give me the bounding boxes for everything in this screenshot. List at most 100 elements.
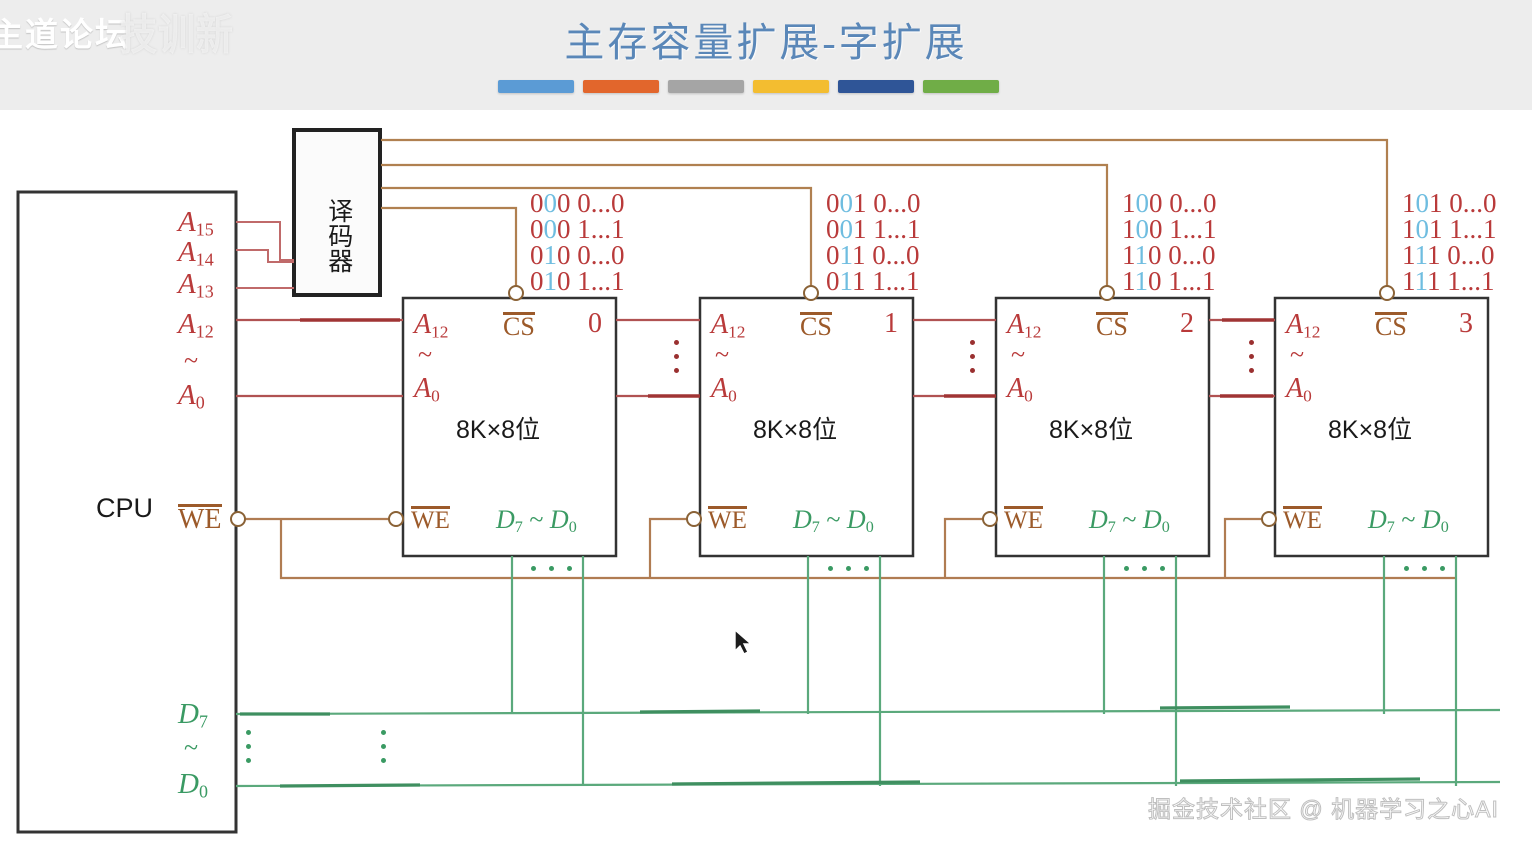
addr-line: 100 1...1 [1122, 214, 1217, 244]
chip-1-addr-lo: A0 [711, 373, 737, 406]
chip-3-cs: CS [1375, 312, 1407, 341]
addr-line: 011 1...1 [826, 266, 920, 296]
data-bus-accents [240, 705, 1421, 788]
we-control-bus [244, 517, 1456, 580]
decoder-output-lines [381, 138, 1389, 292]
data-ellipsis-chip-0 [531, 566, 572, 571]
cpu-d0-base: D [178, 768, 199, 800]
address-range-chip-2: 100 0...0 100 1...1 110 0...0 110 1...1 [1122, 188, 1217, 296]
data-ellipsis-chip-2 [1124, 566, 1165, 571]
chip-1-addr-hi: A12 [711, 309, 746, 342]
chip-2-we: WE [1004, 506, 1043, 534]
cpu-pin-we: WE [178, 504, 222, 534]
chip-2-data-range: D7 ~ D0 [1089, 505, 1170, 537]
cpu-label: CPU [96, 493, 154, 523]
data-bus-ellipsis-left [246, 730, 251, 763]
addr-line: 101 0...0 [1402, 188, 1497, 218]
chip-2-index: 2 [1180, 308, 1194, 339]
chip-1-data-range: D7 ~ D0 [793, 505, 874, 537]
chip-3-we: WE [1283, 506, 1322, 534]
watermark-top-left: 主道论坛 [0, 16, 130, 53]
cpu-pin-d7: D7 [178, 698, 208, 732]
addr-line: 110 1...1 [1122, 266, 1216, 296]
chip-3-addr-tilde: ~ [1290, 340, 1305, 369]
cpu-pin-a12-base: A [178, 308, 196, 340]
chip-0-addr-tilde: ~ [418, 340, 433, 369]
address-bus-accents [300, 318, 1274, 398]
cpu-pin-a15: A15 [178, 208, 214, 240]
chip-0-cs: CS [503, 312, 535, 341]
chip-3-capacity: 8K×8位 [1328, 416, 1413, 444]
chip-3-addr-lo: A0 [1286, 373, 1312, 406]
chip-1-addr-tilde: ~ [715, 340, 730, 369]
addr-line: 100 0...0 [1122, 188, 1217, 218]
chip-0-addr-lo: A0 [414, 373, 440, 406]
memory-chip-0 [401, 296, 618, 558]
chip-2-addr-lo: A0 [1007, 373, 1033, 406]
chip-3-addr-hi: A12 [1286, 309, 1321, 342]
data-bus-ellipsis-right [381, 730, 386, 763]
chip-1-cs: CS [800, 312, 832, 341]
cpu-box [16, 190, 238, 834]
cpu-d7-base: D [178, 698, 199, 730]
address-range-chip-0: 000 0...0 000 1...1 010 0...0 010 1...1 [530, 188, 625, 296]
accent-bar-6 [923, 80, 999, 93]
chip-1-capacity: 8K×8位 [753, 416, 838, 444]
addr-ellipsis-1 [970, 340, 975, 373]
cpu-pin-a14-base: A [178, 236, 196, 268]
addr-line: 111 1...1 [1402, 266, 1495, 296]
chip-0-data-range: D7 ~ D0 [496, 505, 577, 537]
accent-bar-1 [498, 80, 574, 93]
chip-3-index: 3 [1459, 308, 1473, 339]
watermark-top-left-faded: 技训新 [120, 11, 234, 59]
addr-line: 101 1...1 [1402, 214, 1497, 244]
cpu-pin-a0: A0 [178, 379, 205, 413]
accent-bar-4 [753, 80, 829, 93]
chip-3-data-range: D7 ~ D0 [1368, 505, 1449, 537]
page-title: 主存容量扩展-字扩展 [564, 20, 968, 65]
memory-chip-2 [994, 296, 1211, 558]
accent-bar-3 [668, 80, 744, 93]
chip-0-capacity: 8K×8位 [456, 416, 541, 444]
addr-line: 000 1...1 [530, 214, 625, 244]
addr-ellipsis-0 [674, 340, 679, 373]
cpu-pin-a12: A12 [178, 308, 214, 341]
cpu-d7-sub: 7 [198, 711, 208, 732]
cpu-pin-a0-sub: 0 [195, 392, 205, 413]
accent-bar-2 [583, 80, 659, 93]
addr-line: 111 0...0 [1402, 240, 1495, 270]
data-bus [235, 556, 1501, 788]
addr-line: 010 1...1 [530, 266, 625, 296]
addr-line: 001 1...1 [826, 214, 921, 244]
addr-line: 110 0...0 [1122, 240, 1216, 270]
address-range-chip-3: 101 0...0 101 1...1 111 0...0 111 1...1 [1402, 188, 1497, 296]
chip-1-we: WE [708, 506, 747, 534]
chip-0-index: 0 [588, 308, 602, 339]
addr-ellipsis-2 [1249, 340, 1254, 373]
chip-1-index: 1 [884, 308, 898, 339]
cpu-pin-a0-base: A [178, 379, 196, 411]
chip-2-addr-hi: A12 [1007, 309, 1042, 342]
cpu-pin-d0: D0 [178, 768, 208, 802]
cpu-pin-a13: A13 [178, 268, 214, 301]
cpu-pin-a14: A14 [178, 236, 214, 269]
address-high-lines [236, 221, 294, 289]
chip-2-capacity: 8K×8位 [1049, 416, 1134, 444]
mouse-cursor [734, 628, 753, 655]
cpu-data-range-tilde: ~ [184, 733, 199, 762]
chip-0-addr-hi: A12 [414, 309, 449, 342]
we-pin-bubbles [230, 511, 1277, 527]
memory-chip-3 [1273, 296, 1490, 558]
cpu-we-label: WE [178, 504, 222, 535]
addr-line: 011 0...0 [826, 240, 920, 270]
cpu-pin-range-tilde: ~ [184, 346, 199, 375]
addr-line: 010 0...0 [530, 240, 625, 270]
cpu-d0-sub: 0 [198, 781, 208, 802]
watermark-bottom-right: 掘金技术社区 @ 机器学习之心AI [1148, 796, 1499, 823]
addr-line: 000 0...0 [530, 188, 625, 218]
accent-bar-5 [838, 80, 914, 93]
cpu-pin-a15-sub: 15 [195, 219, 214, 240]
cpu-pin-a13-base: A [178, 268, 196, 300]
